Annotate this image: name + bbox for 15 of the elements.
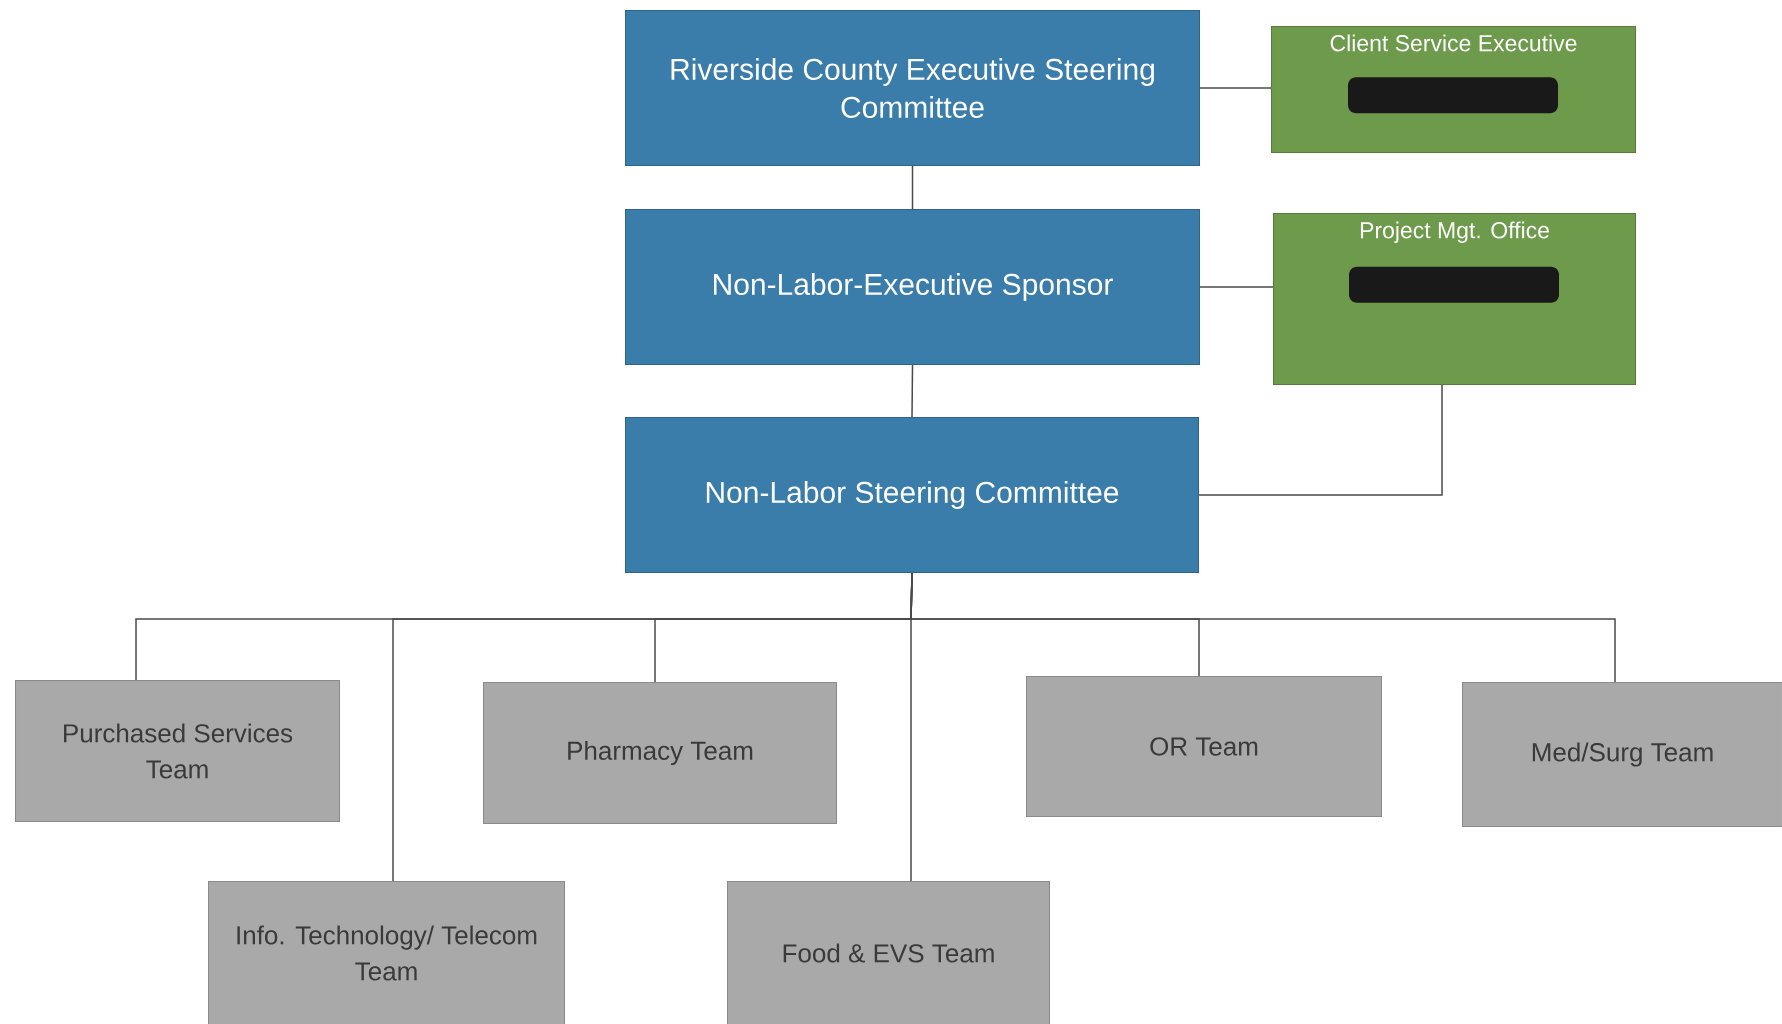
team-box: Pharmacy Team <box>483 682 837 824</box>
connector-line <box>1199 286 1274 288</box>
team-box: Med/Surg Team <box>1462 682 1782 827</box>
team-box: Food & EVS Team <box>727 881 1050 1024</box>
connector-line <box>911 165 914 210</box>
connector-line <box>1199 87 1272 89</box>
committee-box: Riverside County Executive Steering Committee <box>625 10 1200 166</box>
connector-line <box>1198 384 1443 496</box>
committee-box: Non-Labor-Executive Sponsor <box>625 209 1200 365</box>
connector-line <box>911 364 914 418</box>
team-box: Purchased Services Team <box>15 680 340 822</box>
team-box: Info. Technology/ Telecom Team <box>208 881 565 1024</box>
team-box: OR Team <box>1026 676 1382 817</box>
committee-box: Non-Labor Steering Committee <box>625 417 1199 573</box>
connector-line <box>910 572 1616 683</box>
